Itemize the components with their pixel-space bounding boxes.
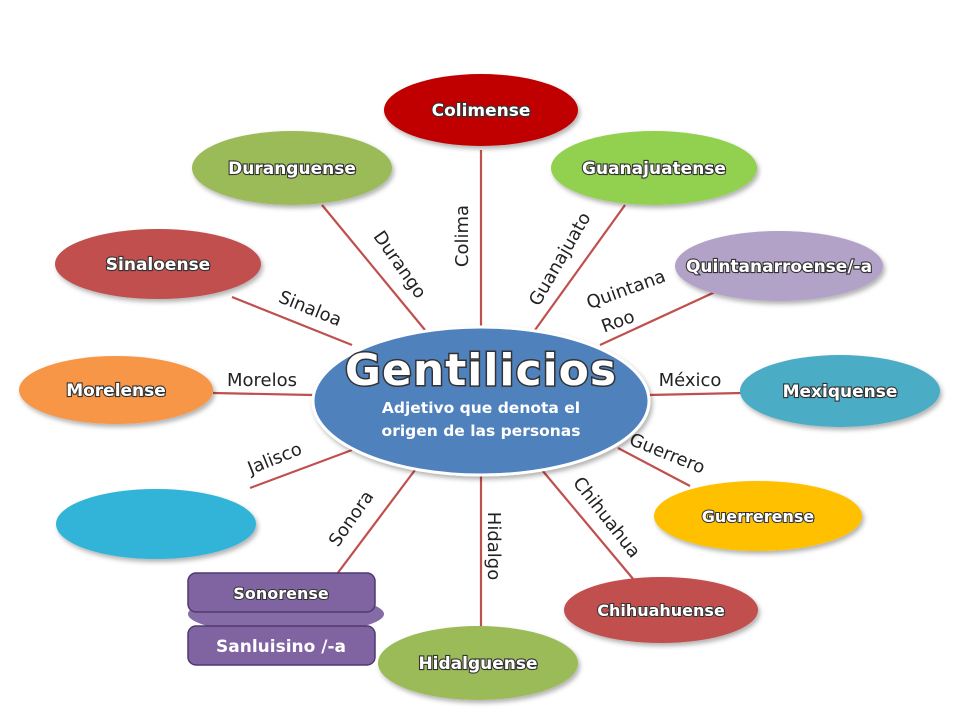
node-quintana-roo-label: Quintanarroense/-a — [686, 257, 872, 277]
spoke-jalisco — [249, 448, 353, 490]
node-mexico-label: Mexiquense — [783, 382, 898, 402]
center-subtitle-line1: Adjetivo que denota el — [382, 399, 580, 417]
node-chihuahua-label: Chihuahuense — [597, 601, 725, 620]
node-colima-label: Colimense — [432, 101, 531, 121]
node-guanajuato: Guanajuatense — [551, 131, 757, 205]
node-sonora-box — [187, 572, 376, 613]
state-label-colima: Colima — [452, 205, 473, 267]
spokes — [212, 150, 743, 628]
node-guerrero: Guerrerense — [654, 481, 862, 551]
node-sonora-label: Sonorense — [233, 584, 329, 603]
spoke-morelos — [212, 391, 314, 397]
node-jalisco — [56, 489, 256, 559]
center-title: Gentilicios — [345, 345, 617, 396]
node-durango: Duranguense — [192, 131, 392, 205]
node-san-luis-label: Sanluisino /-a — [216, 637, 346, 657]
state-label-durango: Durango — [369, 227, 431, 303]
node-morelos-ellipse — [19, 356, 213, 424]
node-guerrero-ellipse — [654, 481, 862, 551]
node-sonora-group: Sonorense Sanluisino /-a — [187, 572, 384, 666]
node-morelos-label: Morelense — [66, 381, 166, 401]
node-guerrero-label: Guerrerense — [702, 507, 815, 526]
spoke-sinaloa — [231, 295, 353, 347]
spoke-guerrero — [617, 447, 691, 487]
node-colima: Colimense — [384, 74, 578, 146]
node-jalisco-ellipse — [56, 489, 256, 559]
node-sinaloa-label: Sinaloense — [106, 255, 210, 275]
state-label-mexico: México — [659, 370, 722, 391]
state-label-chihuahua: Chihuahua — [568, 473, 644, 562]
node-san-luis-box — [187, 625, 376, 666]
node-quintana-roo-ellipse — [675, 231, 883, 301]
node-morelos: Morelense — [19, 356, 213, 424]
node-hidalgo: Hidalguense — [378, 626, 578, 700]
state-label-sonora: Sonora — [325, 487, 379, 551]
spoke-chihuahua — [541, 469, 635, 581]
center-subtitle-line2: origen de las personas — [382, 422, 581, 440]
state-label-guerrero: Guerrero — [626, 429, 708, 478]
node-guanajuato-label: Guanajuatense — [582, 159, 726, 179]
state-label-jalisco: Jalisco — [244, 439, 305, 480]
spoke-quintana-roo — [599, 291, 716, 346]
node-hidalgo-label: Hidalguense — [418, 654, 537, 674]
spoke-sonora — [324, 469, 416, 591]
spoke-mexico — [647, 391, 743, 397]
center-ellipse — [311, 325, 651, 477]
state-label-hidalgo: Hidalgo — [483, 512, 504, 580]
node-colima-ellipse — [384, 74, 578, 146]
node-mexico: Mexiquense — [740, 355, 940, 427]
spoke-guanajuato — [534, 204, 626, 331]
spoke-durango — [321, 204, 426, 331]
state-label-quintana-roo-line2: Roo — [599, 306, 638, 337]
node-durango-label: Duranguense — [228, 159, 356, 179]
node-sinaloa-ellipse — [55, 229, 261, 299]
state-label-morelos: Morelos — [227, 370, 297, 391]
node-quintana-roo: Quintanarroense/-a — [675, 231, 883, 301]
node-sinaloa: Sinaloense — [55, 229, 261, 299]
node-chihuahua-ellipse — [564, 577, 758, 643]
state-label-quintana-roo-line1: Quintana — [584, 266, 669, 314]
center-node: Gentilicios Adjetivo que denota el orige… — [311, 325, 651, 477]
node-chihuahua: Chihuahuense — [564, 577, 758, 643]
node-durango-ellipse — [192, 131, 392, 205]
node-hidalgo-ellipse — [378, 626, 578, 700]
state-label-sinaloa: Sinaloa — [276, 287, 345, 331]
node-mexico-ellipse — [740, 355, 940, 427]
node-guanajuato-ellipse — [551, 131, 757, 205]
